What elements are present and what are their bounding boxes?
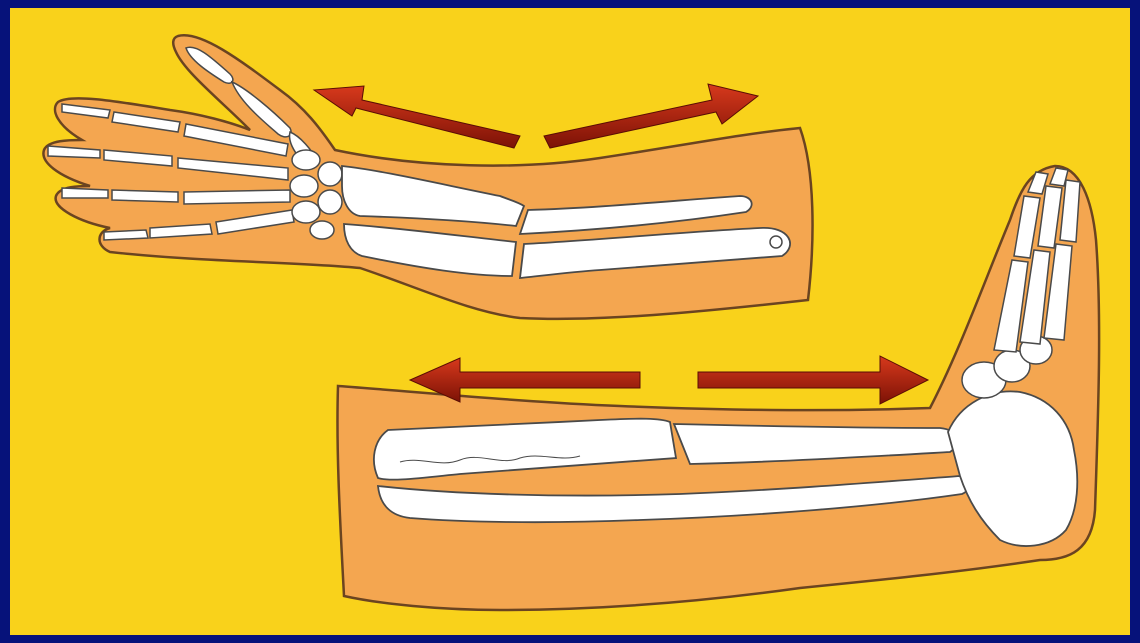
fracture-diagram [0,0,1140,643]
diagram-stage [0,0,1140,643]
